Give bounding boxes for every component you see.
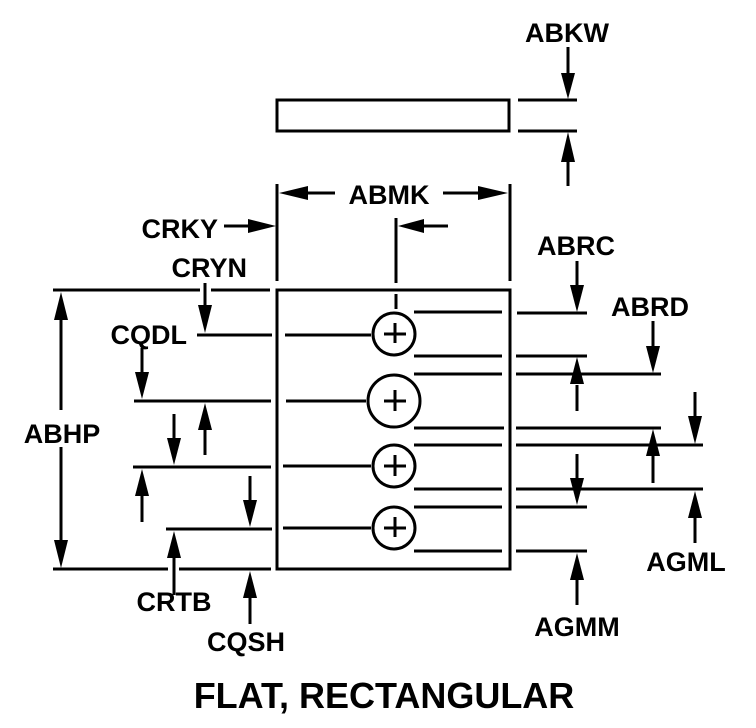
spacing-3-arrowhead-up bbox=[135, 469, 149, 496]
hole-4 bbox=[371, 505, 417, 551]
hole-center-arrowhead bbox=[398, 219, 424, 233]
abrc-arrowhead-down bbox=[570, 285, 584, 312]
abrd-arrowhead-down bbox=[646, 346, 660, 373]
diagram-title: FLAT, RECTANGULAR bbox=[194, 675, 575, 716]
cryn-arrowhead bbox=[198, 305, 212, 333]
crtb-arrowhead-up bbox=[167, 531, 181, 558]
label-abkw: ABKW bbox=[525, 18, 609, 48]
label-cqsh: CQSH bbox=[207, 627, 285, 657]
hole-1 bbox=[371, 311, 417, 357]
abrd-arrowhead-up bbox=[646, 429, 660, 456]
abkw-arrowhead-up bbox=[561, 132, 575, 162]
hole-4-arrowhead-down bbox=[243, 500, 257, 527]
agml-arrowhead-up bbox=[688, 491, 702, 518]
abkw-arrowhead-down bbox=[561, 73, 575, 99]
hole-3-right-arrowhead-down bbox=[570, 478, 584, 505]
hole-3 bbox=[371, 443, 417, 489]
abmk-arrowhead-left bbox=[279, 186, 308, 200]
agml-arrowhead-down bbox=[688, 416, 702, 444]
edge-view-plate bbox=[275, 98, 511, 133]
label-cqdl: CQDL bbox=[111, 320, 188, 350]
hole-2 bbox=[366, 373, 422, 429]
abhp-arrowhead-up bbox=[54, 292, 68, 320]
label-abhp: ABHP bbox=[24, 419, 101, 449]
label-crtb: CRTB bbox=[137, 587, 212, 617]
plate-outline bbox=[275, 288, 512, 571]
abmk-arrowhead-right bbox=[478, 186, 508, 200]
crky-arrowhead bbox=[248, 219, 276, 233]
abhp-arrowhead-down bbox=[54, 540, 68, 568]
label-abmk: ABMK bbox=[349, 180, 430, 210]
cqsh-arrowhead-up bbox=[243, 571, 257, 598]
abrc-arrowhead-up bbox=[570, 357, 584, 384]
label-agml: AGML bbox=[646, 547, 725, 577]
label-abrd: ABRD bbox=[611, 292, 689, 322]
label-agmm: AGMM bbox=[534, 612, 619, 642]
cqdl-arrowhead-down bbox=[135, 372, 149, 399]
label-cryn: CRYN bbox=[171, 253, 247, 283]
spacing-2-3-arrowhead-down bbox=[167, 438, 181, 465]
label-crky: CRKY bbox=[141, 214, 218, 244]
cqdl-arrowhead-up bbox=[198, 403, 212, 430]
agmm-arrowhead-up bbox=[570, 553, 584, 580]
label-abrc: ABRC bbox=[537, 231, 615, 261]
